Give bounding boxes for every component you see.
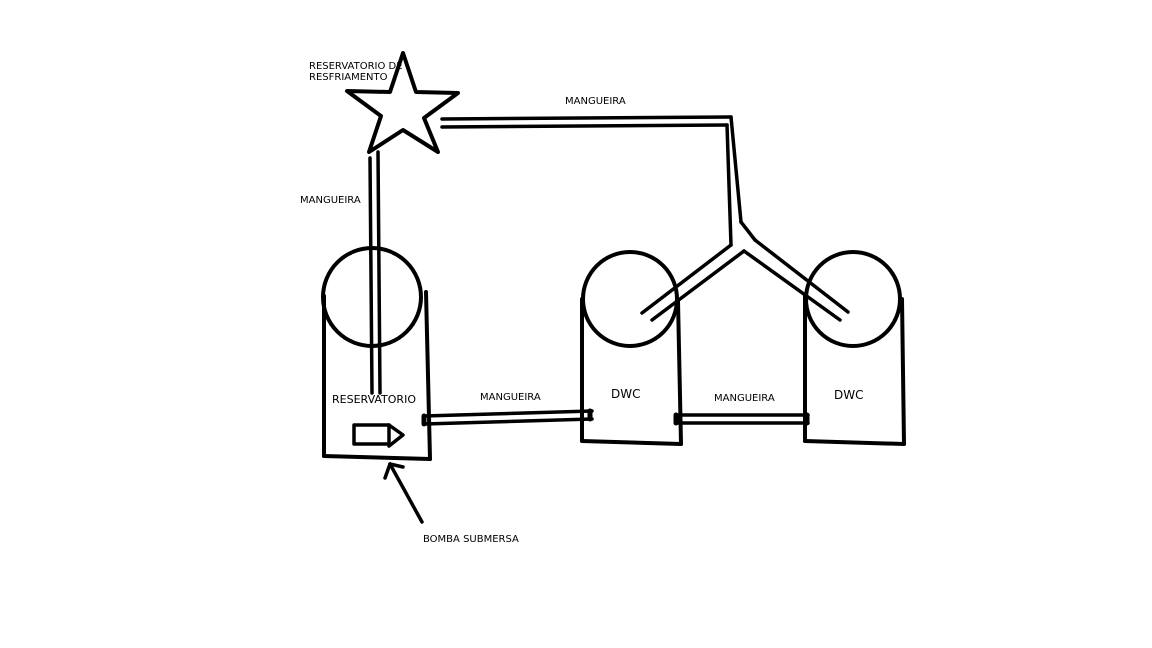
reservoir-bucket bbox=[321, 246, 432, 461]
dwc-2-label: DWC bbox=[834, 388, 864, 402]
hose-star-to-reservoir bbox=[368, 150, 382, 395]
dwc-bucket-2 bbox=[803, 250, 906, 446]
dwc-1-label: DWC bbox=[611, 387, 641, 401]
reservoir-label: RESERVATORIO bbox=[332, 393, 416, 406]
hose-left-label: MANGUEIRA bbox=[300, 195, 361, 206]
hose-star-to-junction bbox=[440, 115, 733, 129]
hose-branch-right bbox=[742, 238, 850, 322]
hose-right-label: MANGUEIRA bbox=[714, 393, 775, 404]
submersible-pump bbox=[352, 423, 405, 448]
cooling-reservoir-label-line1: RESERVATORIO DE bbox=[309, 61, 403, 72]
cooling-reservoir-star bbox=[345, 51, 460, 154]
pump-arrow bbox=[383, 462, 424, 524]
hose-top-label: MANGUEIRA bbox=[565, 96, 626, 107]
hose-branch-left bbox=[640, 243, 746, 322]
dwc-bucket-1 bbox=[580, 250, 683, 446]
pump-label: BOMBA SUBMERSA bbox=[423, 534, 519, 545]
cooling-reservoir-label-line2: RESFRIAMENTO bbox=[309, 72, 388, 83]
hose-junction-vertical bbox=[725, 115, 757, 247]
hose-middle-label: MANGUEIRA bbox=[480, 392, 541, 403]
hose-reservoir-to-dwc1 bbox=[421, 408, 594, 427]
hose-dwc1-to-dwc2 bbox=[673, 412, 810, 426]
